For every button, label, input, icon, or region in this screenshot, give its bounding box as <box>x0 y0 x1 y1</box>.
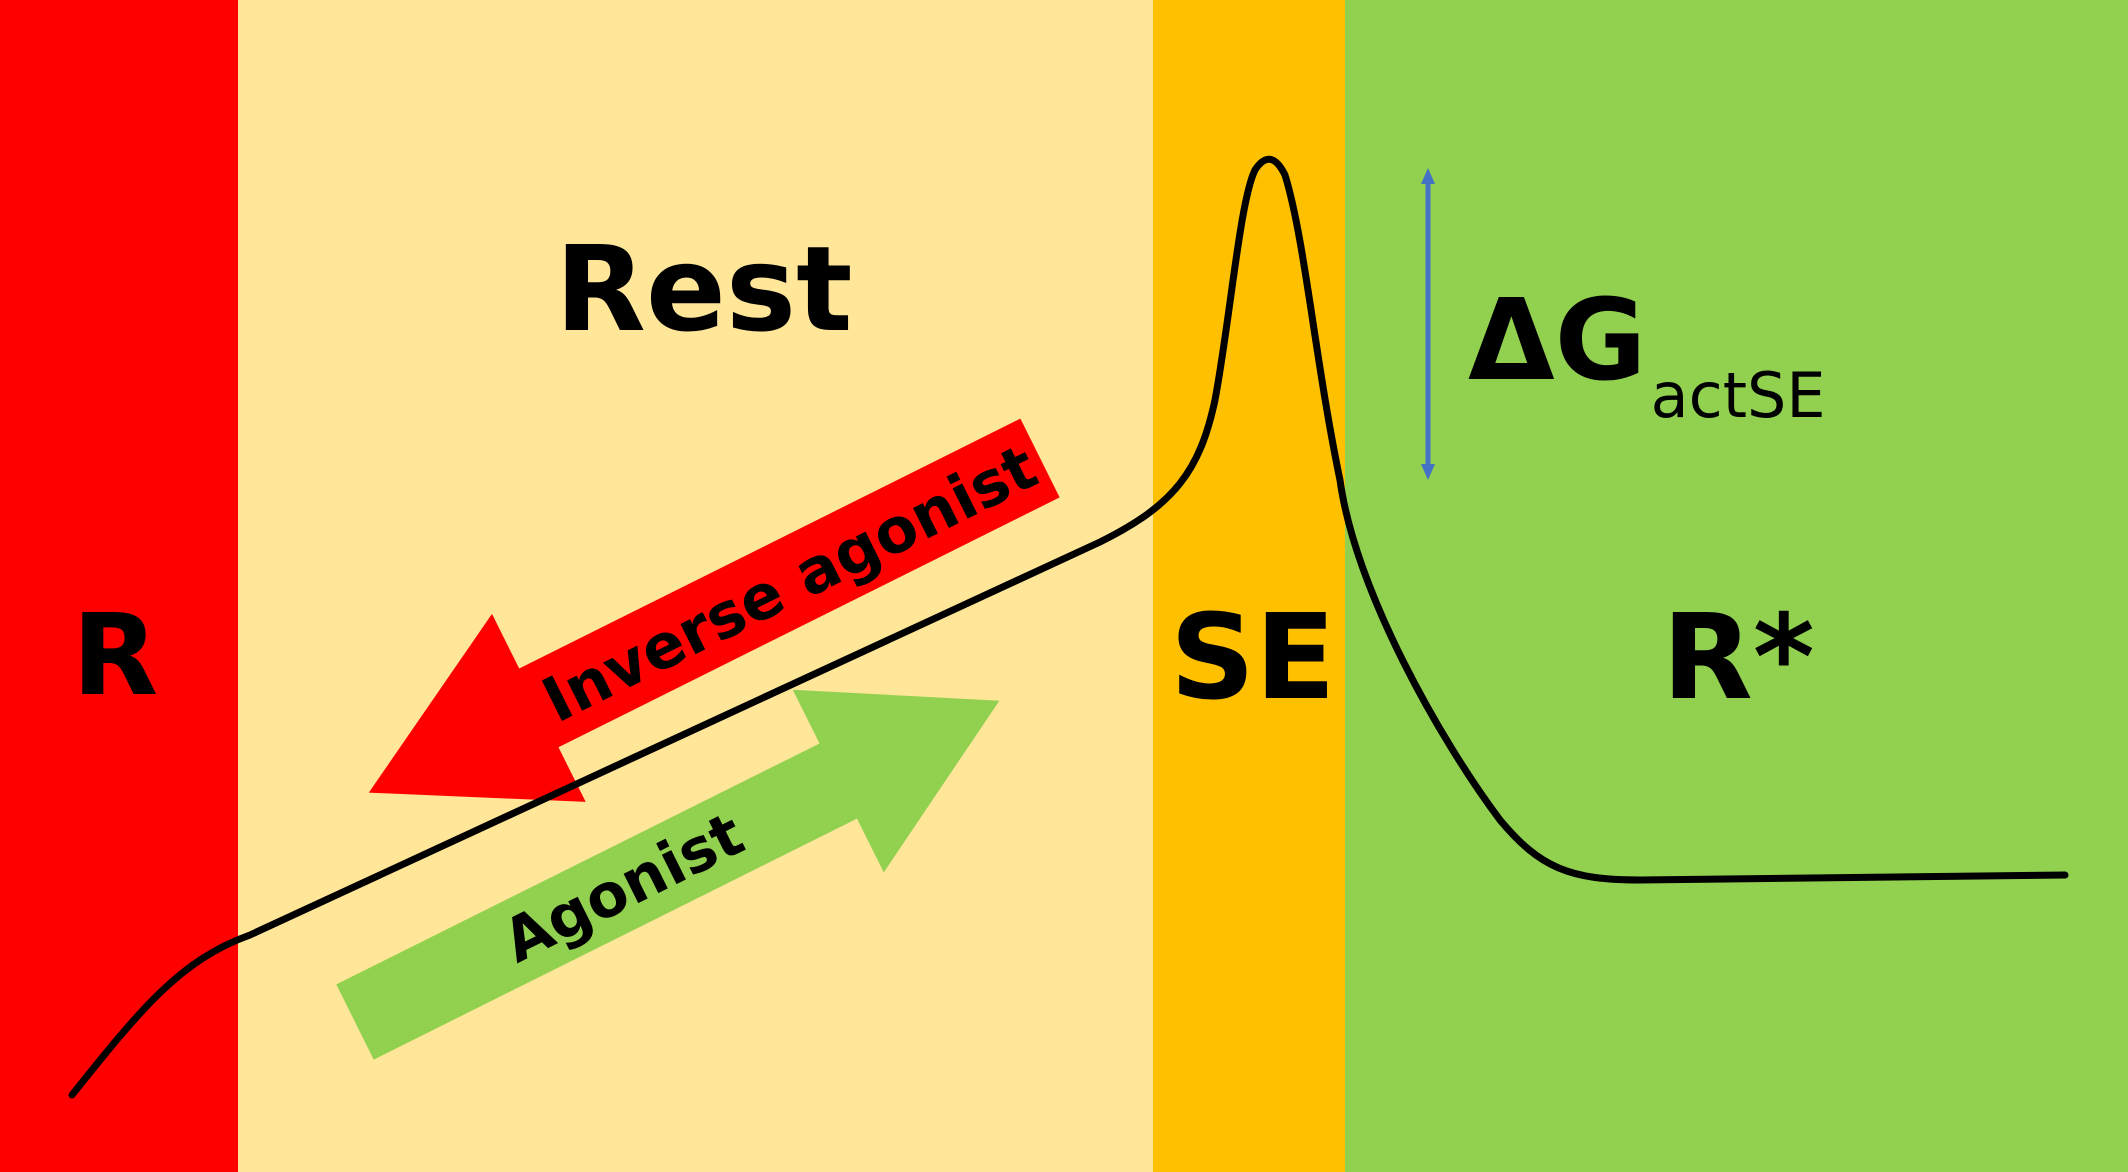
delta-g-act-se-label: ΔGactSE <box>1468 285 1826 427</box>
inverse-agonist-label: Inverse agonist <box>531 430 1048 737</box>
region-r-star <box>1345 0 2128 1172</box>
energy-curve <box>68 155 2069 1099</box>
region-r <box>0 0 238 1172</box>
delta-g-symbol: ΔG <box>1468 276 1647 406</box>
inverse-agonist-arrow-shape <box>368 418 1060 802</box>
delta-g-subscript: actSE <box>1650 359 1826 432</box>
label-rest: Rest <box>555 220 853 358</box>
agonist-arrow-shape <box>336 689 1000 1060</box>
label-r-star: R* <box>1662 588 1815 726</box>
energy-barrier-arrow <box>1421 168 1435 480</box>
label-se: SE <box>1170 588 1336 726</box>
label-r: R <box>72 591 159 721</box>
